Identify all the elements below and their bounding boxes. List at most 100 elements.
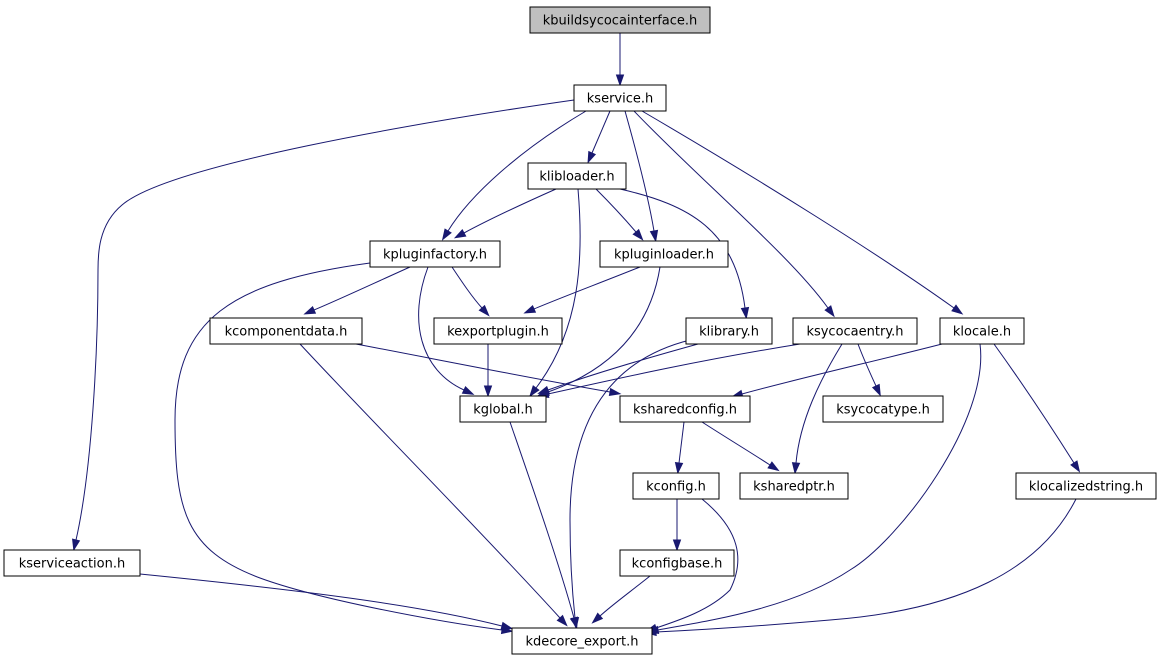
edge-line: [355, 343, 611, 393]
edges: [72, 33, 1081, 637]
arrowhead-icon: [587, 150, 597, 164]
edge-kglobal-to-kdecore_export: [509, 421, 578, 630]
edge-kexportplugin-to-kglobal: [483, 344, 493, 398]
arrowhead-icon: [303, 305, 317, 315]
arrowhead-icon: [791, 462, 801, 475]
node-kpluginloader[interactable]: kpluginloader.h: [599, 240, 729, 268]
arrowhead-icon: [608, 387, 622, 397]
node-box: [939, 317, 1025, 345]
edge-line: [418, 266, 465, 391]
node-kservice[interactable]: kservice.h: [573, 84, 667, 112]
arrowhead-icon: [1070, 460, 1081, 473]
arrowhead-icon: [767, 461, 780, 472]
edge-line: [569, 339, 691, 619]
node-box: [685, 317, 773, 345]
arrowhead-icon: [615, 74, 625, 87]
node-klibrary[interactable]: klibrary.h: [685, 317, 773, 345]
edge-line: [641, 110, 955, 309]
node-klocalizedstring[interactable]: klocalizedstring.h: [1015, 472, 1157, 500]
node-label: kconfig.h: [646, 480, 706, 495]
node-ksycocatype[interactable]: ksycocatype.h: [822, 395, 944, 423]
node-box: [369, 240, 501, 268]
node-box: [527, 162, 627, 190]
edge-line: [624, 110, 655, 232]
edge-line: [547, 343, 699, 391]
arrowhead-icon: [483, 385, 493, 398]
edge-kservice-to-kpluginloader: [624, 110, 659, 243]
arrowhead-icon: [591, 612, 604, 624]
edge-line: [533, 266, 641, 310]
node-box: [459, 395, 547, 423]
edge-kpluginloader-to-kexportplugin: [523, 266, 641, 314]
node-label: klocale.h: [953, 325, 1011, 340]
edge-line: [795, 343, 843, 464]
node-label: klocalizedstring.h: [1029, 480, 1143, 495]
edge-kservice-to-kpluginfactory: [441, 110, 587, 241]
node-box: [739, 472, 849, 500]
node-box: [632, 472, 720, 500]
arrowhead-icon: [569, 616, 578, 630]
node-box: [511, 627, 653, 655]
edge-line: [463, 188, 557, 234]
node-kconfig[interactable]: kconfig.h: [632, 472, 720, 500]
node-label: kpluginloader.h: [614, 248, 714, 263]
edge-line: [547, 266, 661, 393]
node-kserviceaction[interactable]: kserviceaction.h: [3, 549, 141, 577]
arrowhead-icon: [556, 614, 568, 627]
node-label: klibloader.h: [539, 170, 614, 185]
edge-kconfigbase-to-kdecore_export: [591, 575, 651, 624]
arrowhead-icon: [672, 539, 682, 552]
edge-line: [655, 498, 1077, 633]
edge-line: [535, 188, 581, 389]
edge-kservice-to-klocale: [641, 110, 964, 315]
node-label: kconfigbase.h: [632, 557, 723, 572]
edge-line: [657, 343, 982, 631]
arrowhead-icon: [674, 462, 684, 475]
node-label: ksycocaentry.h: [806, 325, 903, 340]
node-ksharedconfig[interactable]: ksharedconfig.h: [619, 395, 751, 423]
edge-klibloader-to-klibrary: [619, 188, 750, 320]
node-label: kglobal.h: [473, 403, 533, 418]
arrowhead-icon: [871, 383, 881, 397]
edge-line: [547, 343, 801, 395]
arrowhead-icon: [441, 228, 452, 241]
node-ksharedptr[interactable]: ksharedptr.h: [739, 472, 849, 500]
node-label: kexportplugin.h: [447, 325, 549, 340]
edge-line: [139, 573, 503, 627]
arrowhead-icon: [500, 621, 514, 630]
edge-kpluginfactory-to-kexportplugin: [451, 266, 490, 317]
edge-klibloader-to-kpluginfactory: [453, 188, 557, 239]
edge-ksycocaentry-to-ksharedptr: [791, 343, 843, 475]
node-box: [529, 6, 711, 34]
edge-kservice-to-ksycocaentry: [633, 110, 835, 318]
node-kdecore_export[interactable]: kdecore_export.h: [511, 627, 653, 655]
edge-line: [299, 343, 561, 619]
arrowhead-icon: [461, 385, 475, 395]
node-box: [1015, 472, 1157, 500]
edge-line: [857, 343, 877, 387]
node-kcomponentdata[interactable]: kcomponentdata.h: [209, 317, 363, 345]
node-klocale[interactable]: klocale.h: [939, 317, 1025, 345]
arrowhead-icon: [632, 228, 644, 241]
edge-line: [599, 575, 651, 617]
node-label: ksharedptr.h: [753, 480, 835, 495]
node-kconfigbase[interactable]: kconfigbase.h: [619, 549, 735, 577]
edge-line: [313, 266, 411, 311]
node-kexportplugin[interactable]: kexportplugin.h: [433, 317, 563, 345]
arrowhead-icon: [649, 229, 659, 243]
edge-line: [75, 99, 575, 541]
node-klibloader[interactable]: klibloader.h: [527, 162, 627, 190]
edge-line: [595, 188, 637, 233]
arrowhead-icon: [72, 538, 81, 552]
edge-kservice-to-klibloader: [587, 110, 611, 164]
node-kbuildsycocainterface: kbuildsycocainterface.h: [529, 6, 711, 34]
nodes: kbuildsycocainterface.h kservice.h klibloa…: [3, 6, 1157, 655]
node-label: ksycocatype.h: [836, 403, 930, 418]
node-box: [3, 549, 141, 577]
edge-ksharedconfig-to-ksharedptr: [701, 421, 780, 472]
node-kglobal[interactable]: kglobal.h: [459, 395, 547, 423]
node-kpluginfactory[interactable]: kpluginfactory.h: [369, 240, 501, 268]
edge-kconfig-to-kconfigbase: [672, 499, 682, 552]
node-ksycocaentry[interactable]: ksycocaentry.h: [792, 317, 918, 345]
node-box: [573, 84, 667, 112]
